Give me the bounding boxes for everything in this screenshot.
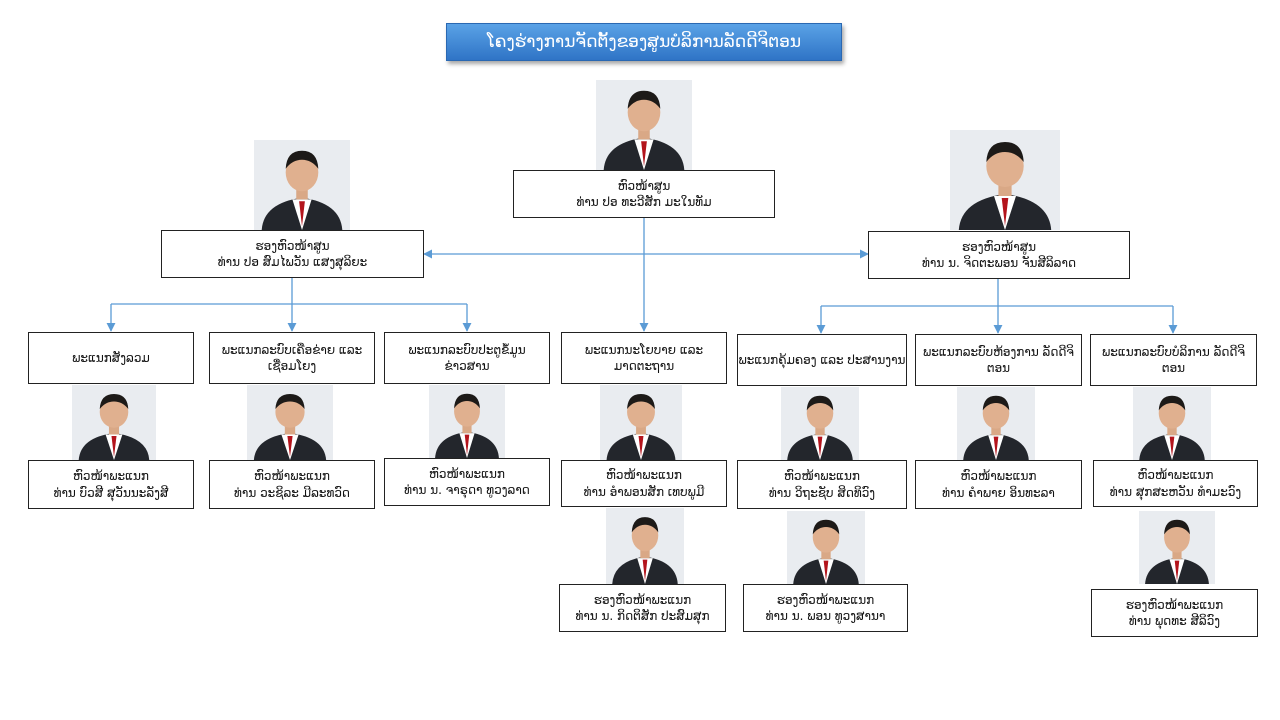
dept-head-name: ທ່ານ ບົວສີ ສຸວັນນະລັງສີ [53, 485, 169, 500]
dept-name: ພະແນກລະບົບປະຕູຂໍ້ມູນ ຂ່າວສານ [408, 342, 526, 373]
dept-head-role: ຫົວໜ້າພະແນກ [73, 469, 149, 484]
dept-head-name: ທ່ານ ນ. ຈາຣຸດາ ທູວງລາດ [404, 483, 530, 497]
director-photo [596, 80, 692, 170]
dept-head-role: ຫົວໜ້າພະແນກ [606, 468, 682, 483]
dept-deputy-role: ຮອງຫົວໜ້າພະແນກ [593, 592, 692, 607]
dept-head-role: ຫົວໜ້າພະແນກ [960, 469, 1037, 484]
dept-deputy-name: ທ່ານ ນ. ກິດຕິສັກ ປະສົມສຸກ [575, 609, 710, 623]
dept-deputy-box-4: ຮອງຫົວໜ້າພະແນກ ທ່ານ ນ. ກິດຕິສັກ ປະສົມສຸກ [559, 584, 726, 632]
dept-head-box-2: ຫົວໜ້າພະແນກ ທ່ານ ວະຊິລະ ມີລະທວົດ [209, 460, 375, 509]
dept-head-box-1: ຫົວໜ້າພະແນກ ທ່ານ ບົວສີ ສຸວັນນະລັງສີ [28, 460, 194, 509]
dept-deputy-name: ທ່ານ ພຸດທະ ສີລິວົງ [1128, 614, 1221, 628]
deputy-right-role: ຮອງຫົວໜ້າສູນ [961, 239, 1037, 254]
dept-head-name: ທ່ານ ວະຊິລະ ມີລະທວົດ [234, 485, 350, 500]
dept-name: ພະແນກລະບົບຫ້ອງການ ລັດດີຈິຕອນ [923, 344, 1074, 375]
dept-box-5: ພະແນກຄຸ້ມຄອງ ແລະ ປະສານງານ [737, 334, 907, 386]
director-role: ຫົວໜ້າສູນ [617, 178, 671, 193]
dept-head-name: ທ່ານ ອຳພອນສັກ ເທບພູມີ [583, 484, 705, 499]
dept-head-role: ຫົວໜ້າພະແນກ [254, 469, 330, 484]
dept-box-3: ພະແນກລະບົບປະຕູຂໍ້ມູນ ຂ່າວສານ [384, 332, 550, 384]
deputy-right-box: ຮອງຫົວໜ້າສູນ ທ່ານ ນ. ຈິດຕະພອນ ຈັນສີລິລາດ [868, 231, 1130, 279]
dept-deputy-photo-5 [787, 511, 865, 584]
dept-box-2: ພະແນກລະບົບເຄືອຂ່າຍ ແລະ ເຊື່ອມໂຍງ [209, 332, 375, 384]
dept-head-name: ທ່ານ ຄຳພາຍ ອິນທະລາ [942, 485, 1055, 500]
dept-deputy-box-7: ຮອງຫົວໜ້າພະແນກ ທ່ານ ພຸດທະ ສີລິວົງ [1091, 589, 1258, 637]
deputy-left-name: ທ່ານ ປອ ສົມໄພວັນ ແສງສຸລິຍະ [217, 255, 368, 269]
deputy-left-photo [254, 140, 350, 230]
dept-head-name: ທ່ານ ວິຖະຊັບ ສິດທິວົງ [768, 485, 876, 500]
deputy-left-box: ຮອງຫົວໜ້າສູນ ທ່ານ ປອ ສົມໄພວັນ ແສງສຸລິຍະ [161, 230, 424, 278]
dept-head-photo-6 [957, 387, 1035, 460]
dept-name: ພະແນກຄຸ້ມຄອງ ແລະ ປະສານງານ [738, 352, 906, 367]
dept-head-name: ທ່ານ ສຸກສະຫວັນ ທຳມະວົງ [1109, 484, 1242, 499]
dept-box-4: ພະແນກນະໂຍບາຍ ແລະ ມາດຕະຖານ [561, 332, 727, 384]
dept-head-photo-2 [247, 385, 333, 460]
chart-title: ໂຄງຮ່າງການຈັດຕັ້ງຂອງສູນບໍລິການລັດດີຈິຕອນ [446, 23, 842, 61]
director-name: ທ່ານ ປອ ທະວີສັກ ມະໃນທັມ [576, 195, 712, 209]
dept-name: ພະແນກລະບົບບໍລິການ ລັດດີຈິຕອນ [1102, 344, 1245, 375]
dept-box-1: ພະແນກສັງລວມ [28, 332, 194, 384]
deputy-right-name: ທ່ານ ນ. ຈິດຕະພອນ ຈັນສີລິລາດ [922, 256, 1076, 270]
dept-head-photo-1 [72, 385, 156, 460]
dept-head-photo-4 [600, 385, 682, 460]
dept-box-6: ພະແນກລະບົບຫ້ອງການ ລັດດີຈິຕອນ [915, 334, 1082, 386]
dept-head-photo-3 [429, 385, 505, 458]
dept-deputy-photo-4 [606, 508, 684, 584]
dept-box-7: ພະແນກລະບົບບໍລິການ ລັດດີຈິຕອນ [1090, 334, 1257, 386]
dept-deputy-role: ຮອງຫົວໜ້າພະແນກ [776, 592, 875, 607]
dept-name: ພະແນກສັງລວມ [72, 350, 150, 365]
dept-head-role: ຫົວໜ້າພະແນກ [1137, 468, 1214, 483]
dept-deputy-name: ທ່ານ ນ. ພອນ ທູວງສານາ [765, 609, 886, 623]
dept-head-box-3: ຫົວໜ້າພະແນກ ທ່ານ ນ. ຈາຣຸດາ ທູວງລາດ [384, 458, 550, 506]
dept-head-box-6: ຫົວໜ້າພະແນກ ທ່ານ ຄຳພາຍ ອິນທະລາ [915, 460, 1082, 509]
dept-head-box-7: ຫົວໜ້າພະແນກ ທ່ານ ສຸກສະຫວັນ ທຳມະວົງ [1093, 460, 1258, 507]
dept-head-box-5: ຫົວໜ້າພະແນກ ທ່ານ ວິຖະຊັບ ສິດທິວົງ [737, 460, 907, 509]
dept-head-box-4: ຫົວໜ້າພະແນກ ທ່ານ ອຳພອນສັກ ເທບພູມີ [561, 460, 727, 507]
dept-name: ພະແນກລະບົບເຄືອຂ່າຍ ແລະ ເຊື່ອມໂຍງ [221, 342, 363, 373]
dept-head-photo-5 [781, 387, 859, 460]
director-box: ຫົວໜ້າສູນ ທ່ານ ປອ ທະວີສັກ ມະໃນທັມ [513, 170, 775, 218]
dept-deputy-photo-7 [1139, 511, 1215, 584]
dept-deputy-box-5: ຮອງຫົວໜ້າພະແນກ ທ່ານ ນ. ພອນ ທູວງສານາ [743, 584, 908, 632]
dept-name: ພະແນກນະໂຍບາຍ ແລະ ມາດຕະຖານ [584, 342, 704, 373]
dept-head-role: ຫົວໜ້າພະແນກ [784, 469, 860, 484]
dept-head-role: ຫົວໜ້າພະແນກ [429, 466, 505, 481]
deputy-left-role: ຮອງຫົວໜ້າສູນ [255, 238, 330, 253]
deputy-right-photo [950, 130, 1060, 230]
dept-deputy-role: ຮອງຫົວໜ້າພະແນກ [1125, 597, 1224, 612]
dept-head-photo-7 [1133, 387, 1211, 460]
